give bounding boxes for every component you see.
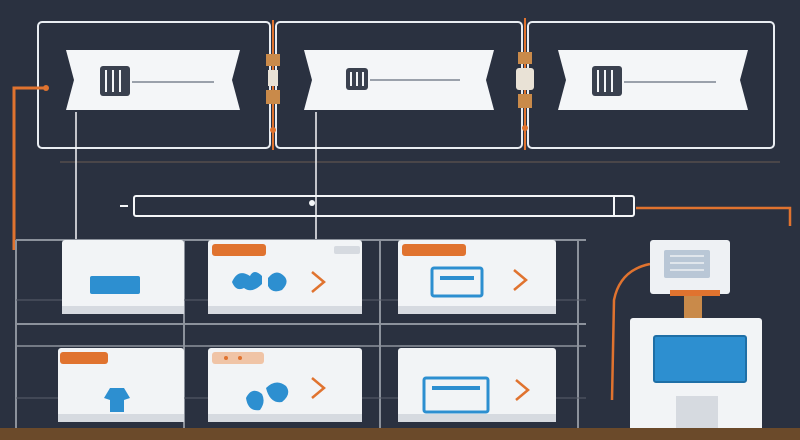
- chevron-right-icon: [515, 379, 530, 401]
- orange-tag: [212, 244, 266, 256]
- blue-label-icon: [90, 276, 140, 294]
- orange-tag: [402, 244, 466, 256]
- cable-connector-icon: [516, 18, 534, 150]
- orange-tag: [60, 352, 108, 364]
- blue-frame-icon: [430, 266, 484, 298]
- bin-r2-c2: [208, 348, 362, 422]
- circuit-chip-icon: [592, 66, 622, 96]
- chevron-right-icon: [311, 271, 326, 293]
- blue-shirt-icon: [104, 388, 130, 412]
- blue-blob-icon: [232, 272, 287, 292]
- cable-connector-icon: [266, 20, 280, 150]
- blue-frame-icon: [422, 376, 490, 414]
- floor: [0, 428, 800, 440]
- circuit-chip-icon: [100, 66, 130, 96]
- panel-label-card-3: [558, 50, 748, 110]
- right-cable: [636, 206, 792, 226]
- panel-label-card-1: [66, 50, 240, 110]
- bin-r2-c3: [398, 348, 556, 422]
- kiosk-terminal-icon: [630, 240, 762, 436]
- chevron-right-icon: [513, 269, 528, 291]
- bin-r1-c3: [398, 240, 556, 314]
- bin-r1-c2: [208, 240, 362, 314]
- panel-label-card-2: [304, 50, 494, 110]
- chevron-right-icon: [311, 377, 326, 399]
- bin-r2-c1: [58, 348, 184, 422]
- left-cable: [12, 86, 46, 250]
- horizontal-rail: [120, 195, 635, 217]
- blue-blob-icon: [246, 382, 289, 411]
- terminal-cable: [610, 262, 651, 401]
- top-panel-group: [37, 21, 775, 149]
- terminal-screen: [653, 335, 747, 383]
- bin-r1-c1: [62, 240, 184, 314]
